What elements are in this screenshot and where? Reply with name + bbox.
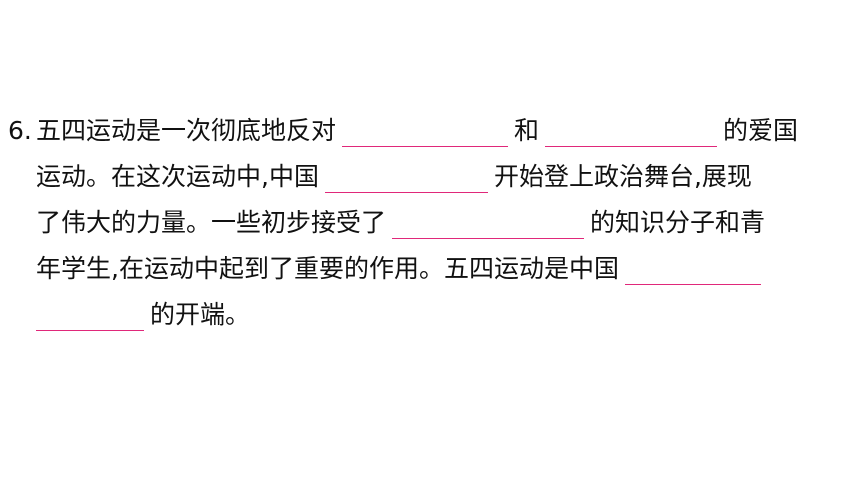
question-text: 五四运动是一次彻底地反对 xyxy=(36,116,337,145)
question-text: 了伟大的力量。一些初步接受了 xyxy=(36,208,387,237)
answer-blank-1[interactable] xyxy=(342,116,509,147)
question-text: 的开端。 xyxy=(150,300,251,329)
answer-blank-5[interactable] xyxy=(624,254,761,285)
answer-blank-3[interactable] xyxy=(324,162,488,193)
question-line-4: 年学生,在运动中起到了重要的作用。五四运动是中国 xyxy=(8,247,856,291)
answer-blank-4[interactable] xyxy=(392,208,585,239)
question-text: 的爱国 xyxy=(723,116,799,145)
question-text: 年学生,在运动中起到了重要的作用。五四运动是中国 xyxy=(36,254,619,283)
fill-in-question: 6. 五四运动是一次彻底地反对 和 的爱国 运动。在这次运动中,中国 开始登上政… xyxy=(8,109,856,337)
answer-blank-2[interactable] xyxy=(545,116,718,147)
question-line-5: 的开端。 xyxy=(8,293,856,337)
question-line-2: 运动。在这次运动中,中国 开始登上政治舞台,展现 xyxy=(8,155,856,199)
answer-blank-5-continued[interactable] xyxy=(36,300,144,331)
question-text: 运动。在这次运动中,中国 xyxy=(36,162,319,191)
question-number: 6. xyxy=(8,116,32,145)
question-text: 的知识分子和青 xyxy=(590,208,766,237)
question-line-1: 6. 五四运动是一次彻底地反对 和 的爱国 xyxy=(8,109,856,153)
question-line-3: 了伟大的力量。一些初步接受了 的知识分子和青 xyxy=(8,201,856,245)
question-text: 和 xyxy=(514,116,540,145)
question-text: 开始登上政治舞台,展现 xyxy=(493,162,752,191)
